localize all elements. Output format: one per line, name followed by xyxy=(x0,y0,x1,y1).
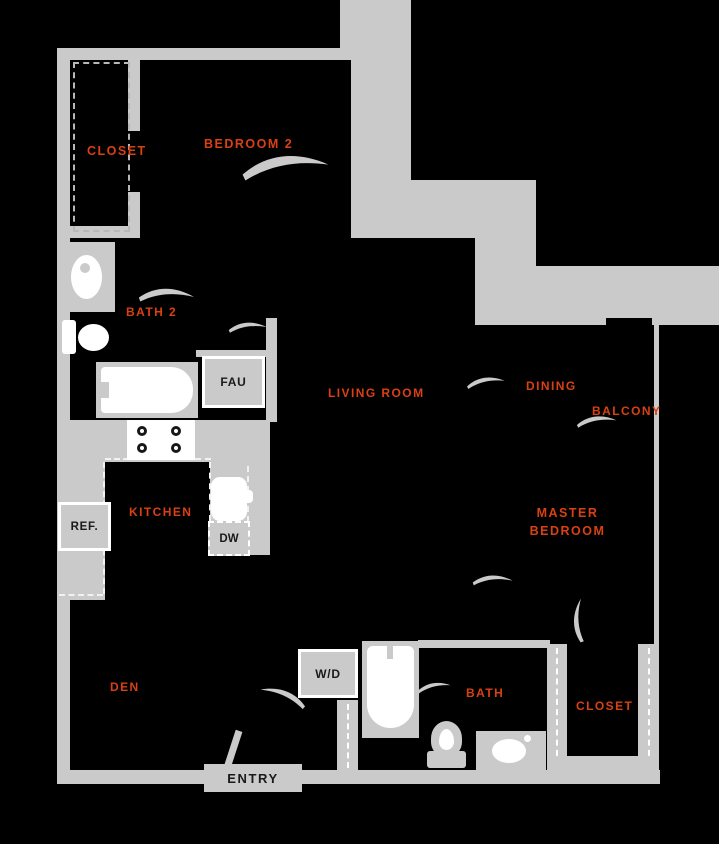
master-closet-right-wall xyxy=(638,644,659,770)
door-swing-icon xyxy=(415,677,452,697)
counter-dash-5 xyxy=(209,462,211,521)
stove-burner xyxy=(137,426,147,436)
entry-door-leaf xyxy=(224,729,243,767)
building-mass-2 xyxy=(351,48,411,238)
bath2-tub-basin xyxy=(101,367,193,413)
master-closet-left-dash xyxy=(556,648,558,766)
wall-top xyxy=(57,48,351,60)
refrigerator: REF. xyxy=(58,502,111,551)
door-swing-icon xyxy=(561,595,596,646)
building-mass-4 xyxy=(475,238,536,325)
bath2-toilet-bowl xyxy=(78,324,109,351)
master-tub xyxy=(362,641,419,738)
closet2-shelf-lines xyxy=(73,62,130,232)
building-mass-5 xyxy=(536,266,719,325)
wall-fau-top xyxy=(196,350,268,357)
entry-label: ENTRY xyxy=(227,770,279,786)
master-sink-faucet xyxy=(524,735,531,742)
room-label-balcony: BALCONY xyxy=(592,404,662,418)
stove-burner xyxy=(171,426,181,436)
master-toilet-seat xyxy=(439,729,454,750)
master-sink xyxy=(492,739,526,763)
bath2-sink-drain xyxy=(80,263,90,273)
window-gap xyxy=(606,318,652,326)
master-closet-bottom-wall xyxy=(547,756,659,772)
wall-left xyxy=(57,48,70,784)
wall-entry xyxy=(337,700,358,772)
stove-burner xyxy=(171,443,181,453)
dishwasher-label: DW xyxy=(219,532,239,545)
room-label-living: LIVING ROOM xyxy=(328,386,425,400)
counter-dash-3 xyxy=(105,458,129,460)
wall-closet2-upper xyxy=(128,57,140,131)
room-label-den: DEN xyxy=(110,680,140,694)
master-tub-basin xyxy=(367,646,414,728)
washer-dryer-label: W/D xyxy=(315,666,341,681)
door-swing-icon xyxy=(257,679,310,712)
room-label-kitchen: KITCHEN xyxy=(129,505,193,519)
wall-closet2-bottom xyxy=(57,226,140,238)
wall-hall xyxy=(266,318,277,422)
room-label-master-closet: CLOSET xyxy=(576,699,634,713)
stove-burner xyxy=(137,443,147,453)
refrigerator-label: REF. xyxy=(70,520,99,533)
building-mass-3 xyxy=(411,180,536,238)
kitchen-sink-faucet xyxy=(244,490,253,503)
fau-label: FAU xyxy=(220,375,247,389)
bath2-toilet-tank xyxy=(62,320,76,354)
washer-dryer: W/D xyxy=(298,649,358,698)
bath2-tub xyxy=(96,362,198,418)
master-label-line2: BEDROOM xyxy=(529,524,606,538)
bath2-tub-faucet xyxy=(101,382,109,398)
master-closet-right-dash xyxy=(647,648,650,766)
door-swing-icon xyxy=(465,370,507,394)
counter-dash-4 xyxy=(195,458,211,460)
room-label-master-bedroom: MASTER BEDROOM xyxy=(520,504,615,540)
room-label-master-bath: BATH xyxy=(466,686,505,700)
door-swing-icon xyxy=(238,140,335,192)
room-label-dining: DINING xyxy=(526,379,577,393)
counter-dash-2 xyxy=(59,594,103,596)
stove xyxy=(127,420,195,460)
fau-box: FAU xyxy=(202,356,265,408)
door-swing-icon xyxy=(575,407,620,435)
wall-entry-dash xyxy=(346,704,349,768)
door-swing-icon xyxy=(226,312,270,343)
entry-strip: ENTRY xyxy=(204,764,302,792)
room-label-bath2: BATH 2 xyxy=(126,305,178,319)
kitchen-sink xyxy=(211,477,247,521)
master-label-line1: MASTER xyxy=(536,506,599,520)
door-swing-icon xyxy=(135,273,199,316)
building-mass-1 xyxy=(340,0,411,57)
room-label-bedroom2: BEDROOM 2 xyxy=(204,137,294,151)
door-swing-icon xyxy=(470,562,517,598)
master-toilet-tank xyxy=(427,751,466,768)
dishwasher: DW xyxy=(208,521,250,556)
bath2-sink xyxy=(71,255,102,299)
room-label-closet2: CLOSET xyxy=(87,144,147,158)
wall-master-bath xyxy=(418,640,550,648)
master-tub-faucet xyxy=(387,646,393,659)
wall-right xyxy=(654,325,659,775)
wall-bottom xyxy=(57,770,660,784)
master-closet-left-wall xyxy=(547,644,567,770)
